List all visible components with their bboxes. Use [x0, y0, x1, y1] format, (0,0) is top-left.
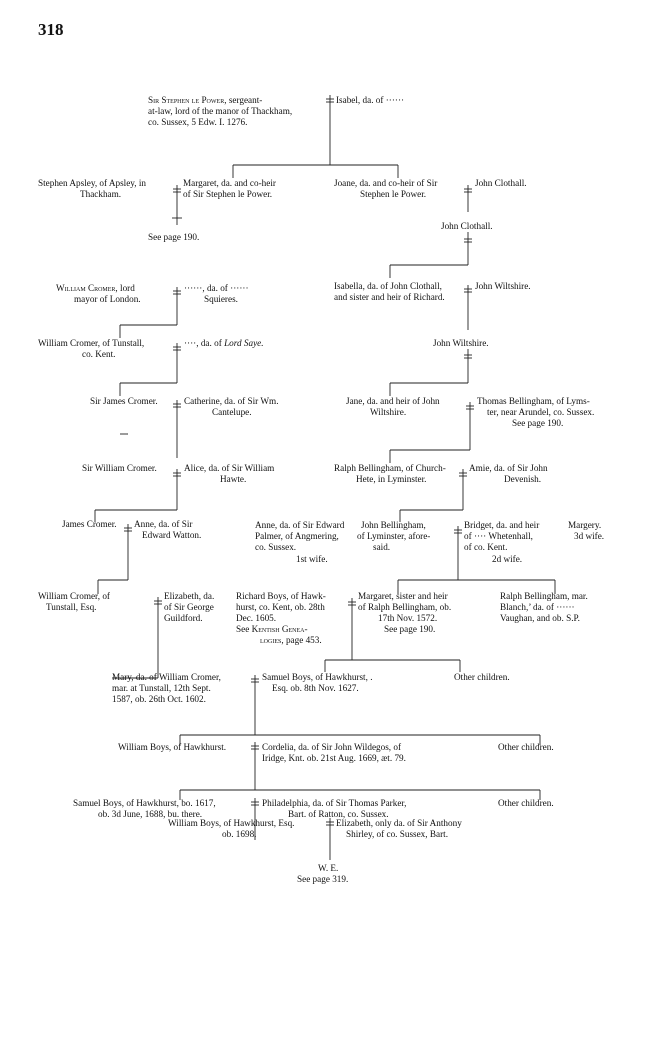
ralph-bellingham-jr-3: Vaughan, and ob. S.P.	[500, 613, 580, 623]
william-cromer-1-wife-desc: Squieres.	[204, 294, 238, 304]
philadelphia: Philadelphia, da. of Sir Thomas Parker,	[262, 798, 407, 808]
william-cromer-2-desc: co. Kent.	[82, 349, 116, 359]
root-wife: Isabel, da. of ······	[336, 95, 405, 105]
richard-boys-3: Dec. 1605.	[236, 613, 277, 623]
apsley-wife-desc: of Sir Stephen le Power.	[183, 189, 273, 199]
page-number: 318	[38, 20, 64, 39]
cordelia: Cordelia, da. of Sir John Wildegos, of	[262, 742, 402, 752]
alice: Alice, da. of Sir William	[184, 463, 275, 473]
john-bellingham-3: said.	[373, 542, 391, 552]
james-cromer: James Cromer.	[62, 519, 117, 529]
jane: Jane, da. and heir of John	[346, 396, 440, 406]
apsley-person: Stephen Apsley, of Apsley, in	[38, 178, 147, 188]
root-date: co. Sussex, 5 Edw. I. 1276.	[148, 117, 248, 127]
isabella-desc: and sister and heir of Richard.	[334, 292, 445, 302]
elizabeth-guildford-3: Guildford.	[164, 613, 203, 623]
john-wiltshire-2: John Wiltshire.	[433, 338, 489, 348]
john-bellingham-2: of Lyminster, afore-	[357, 531, 431, 541]
richard-boys-2: hurst, co. Kent, ob. 28th	[236, 602, 325, 612]
william-cromer-tunstall-desc: Tunstall, Esq.	[46, 602, 97, 612]
margaret-bellingham-3: 17th Nov. 1572.	[378, 613, 438, 623]
mary-cromer-3: 1587, ob. 26th Oct. 1602.	[112, 694, 206, 704]
richard-boys: Richard Boys, of Hawk-	[236, 591, 326, 601]
bridget-2: of ···· Whetenhall,	[464, 531, 533, 541]
samuel-boys-1: Samuel Boys, of Hawkhurst, .	[262, 672, 373, 682]
elizabeth-shirley-2: Shirley, of co. Sussex, Bart.	[346, 829, 448, 839]
margery-2: 3d wife.	[574, 531, 605, 541]
cordelia-2: Iridge, Knt. ob. 21st Aug. 1669, æt. 79.	[262, 753, 406, 763]
we-initials: W. E.	[318, 863, 339, 873]
anne-watton: Anne, da. of Sir	[134, 519, 193, 529]
john-clothall-1: John Clothall.	[475, 178, 527, 188]
other-children-2: Other children.	[498, 742, 554, 752]
john-clothall-2: John Clothall.	[441, 221, 493, 231]
richard-boys-4: See Kentish Genea-	[236, 624, 308, 634]
anne-palmer-3: co. Sussex.	[255, 542, 297, 552]
anne-palmer-2: Palmer, of Angmering,	[255, 531, 339, 541]
william-cromer-tunstall: William Cromer, of	[38, 591, 110, 601]
ralph-bellingham: Ralph Bellingham, of Church-	[334, 463, 446, 473]
other-children-3: Other children.	[498, 798, 554, 808]
philadelphia-2: Bart. of Ratton, co. Sussex.	[288, 809, 389, 819]
william-cromer-1-desc: mayor of London.	[74, 294, 141, 304]
william-cromer-1: William Cromer, lord	[56, 283, 135, 293]
bridget-3: of co. Kent.	[464, 542, 508, 552]
isabella: Isabella, da. of John Clothall,	[334, 281, 442, 291]
samuel-boys-2: Samuel Boys, of Hawkhurst, bo. 1617,	[73, 798, 216, 808]
bridget-4: 2d wife.	[492, 554, 523, 564]
mary-cromer: Mary, da. of William Cromer,	[112, 672, 221, 682]
william-boys-2-desc: ob. 1698.	[222, 829, 257, 839]
margery: Margery.	[568, 520, 602, 530]
anne-palmer-4: 1st wife.	[296, 554, 328, 564]
thomas-bellingham-ref: See page 190.	[512, 418, 564, 428]
samuel-boys-1-desc: Esq. ob. 8th Nov. 1627.	[272, 683, 359, 693]
william-cromer-2: William Cromer, of Tunstall,	[38, 338, 145, 348]
alice-desc: Hawte.	[220, 474, 247, 484]
elizabeth-guildford: Elizabeth, da.	[164, 591, 215, 601]
see-page-319: See page 319.	[297, 874, 349, 884]
other-children-1: Other children.	[454, 672, 510, 682]
catherine-desc: Cantelupe.	[212, 407, 252, 417]
root-desc: at-law, lord of the manor of Thackham,	[148, 106, 293, 116]
catherine: Catherine, da. of Sir Wm.	[184, 396, 279, 406]
apsley-place: Thackham.	[80, 189, 122, 199]
anne-watton-desc: Edward Watton.	[142, 530, 202, 540]
william-boys-1: William Boys, of Hawkhurst.	[118, 742, 227, 752]
jane-desc: Wiltshire.	[370, 407, 407, 417]
ralph-bellingham-jr-2: Blanch,’ da. of ······	[500, 602, 575, 612]
joane: Joane, da. and co-heir of Sir	[334, 178, 438, 188]
william-cromer-2-wife: ····, da. of Lord Saye.	[184, 338, 264, 348]
samuel-boys-2-desc: ob. 3d June, 1688, bu. there.	[98, 809, 203, 819]
elizabeth-guildford-2: of Sir George	[164, 602, 214, 612]
sir-james-cromer: Sir James Cromer.	[90, 396, 158, 406]
richard-boys-5: logies, page 453.	[260, 635, 322, 645]
thomas-bellingham: Thomas Bellingham, of Lyms-	[477, 396, 590, 406]
william-cromer-1-wife: ······, da. of ······	[184, 283, 249, 293]
joane-desc: Stephen le Power.	[360, 189, 427, 199]
mary-cromer-2: mar. at Tunstall, 12th Sept.	[112, 683, 211, 693]
apsley-wife: Margaret, da. and co-heir	[183, 178, 276, 188]
root-person: Sir Stephen le Power, sergeant-	[148, 95, 263, 105]
ralph-bellingham-desc: Hete, in Lyminster.	[356, 474, 427, 484]
ralph-bellingham-jr: Ralph Bellingham, mar.	[500, 591, 588, 601]
sir-william-cromer: Sir William Cromer.	[82, 463, 157, 473]
amie: Amie, da. of Sir John	[469, 463, 548, 473]
thomas-bellingham-desc: ter, near Arundel, co. Sussex.	[487, 407, 595, 417]
apsley-ref: See page 190.	[148, 232, 200, 242]
john-bellingham: John Bellingham,	[361, 520, 426, 530]
margaret-bellingham-2: of Ralph Bellingham, ob.	[358, 602, 452, 612]
elizabeth-shirley: Elizabeth, only da. of Sir Anthony	[336, 818, 462, 828]
william-boys-2: William Boys, of Hawkhurst, Esq.	[168, 818, 295, 828]
margaret-bellingham: Margaret, sister and heir	[358, 591, 448, 601]
margaret-bellingham-ref: See page 190.	[384, 624, 436, 634]
amie-desc: Devenish.	[504, 474, 541, 484]
john-wiltshire-1: John Wiltshire.	[475, 281, 531, 291]
anne-palmer: Anne, da. of Sir Edward	[255, 520, 345, 530]
bridget: Bridget, da. and heir	[464, 520, 540, 530]
